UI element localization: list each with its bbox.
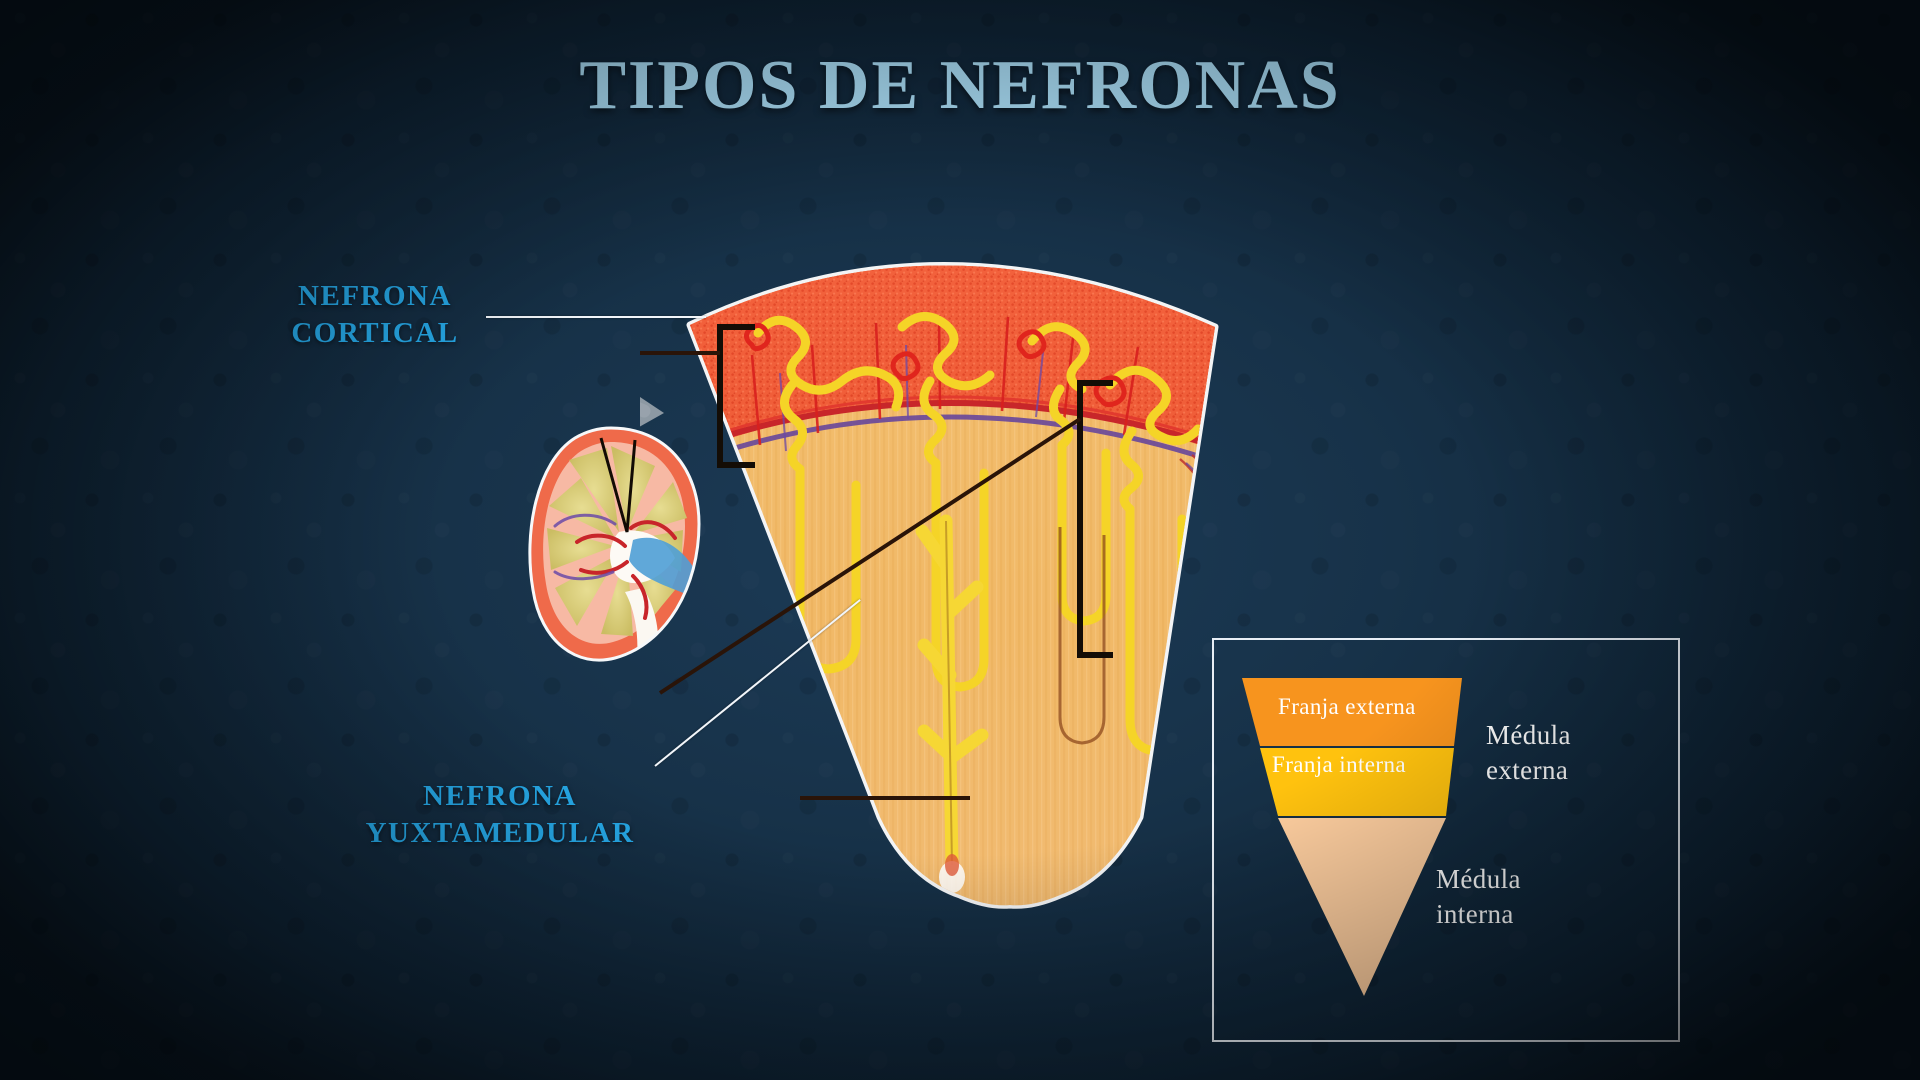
legend-label-franja-externa: Franja externa: [1278, 694, 1416, 719]
legend-label-franja-interna: Franja interna: [1272, 752, 1406, 777]
legend-label-medula-externa: Médula externa: [1486, 720, 1571, 786]
leader-line-cortical: [486, 316, 706, 318]
legend-panel: Franja externa Franja interna Médula ext…: [1212, 638, 1680, 1042]
callout-nefrona-yuxtamedular: NEFRONA YUXTAMEDULAR: [365, 780, 635, 850]
callout-nefrona-cortical: NEFRONA CORTICAL: [291, 280, 459, 350]
page-title: TIPOS DE NEFRONAS: [579, 47, 1341, 124]
kidney-cross-section-inset: [515, 420, 715, 670]
legend-label-medula-interna: Médula interna: [1436, 864, 1521, 930]
legend-band-medula-interna: [1278, 818, 1446, 996]
kidney-wedge-illustration: [640, 205, 1260, 945]
